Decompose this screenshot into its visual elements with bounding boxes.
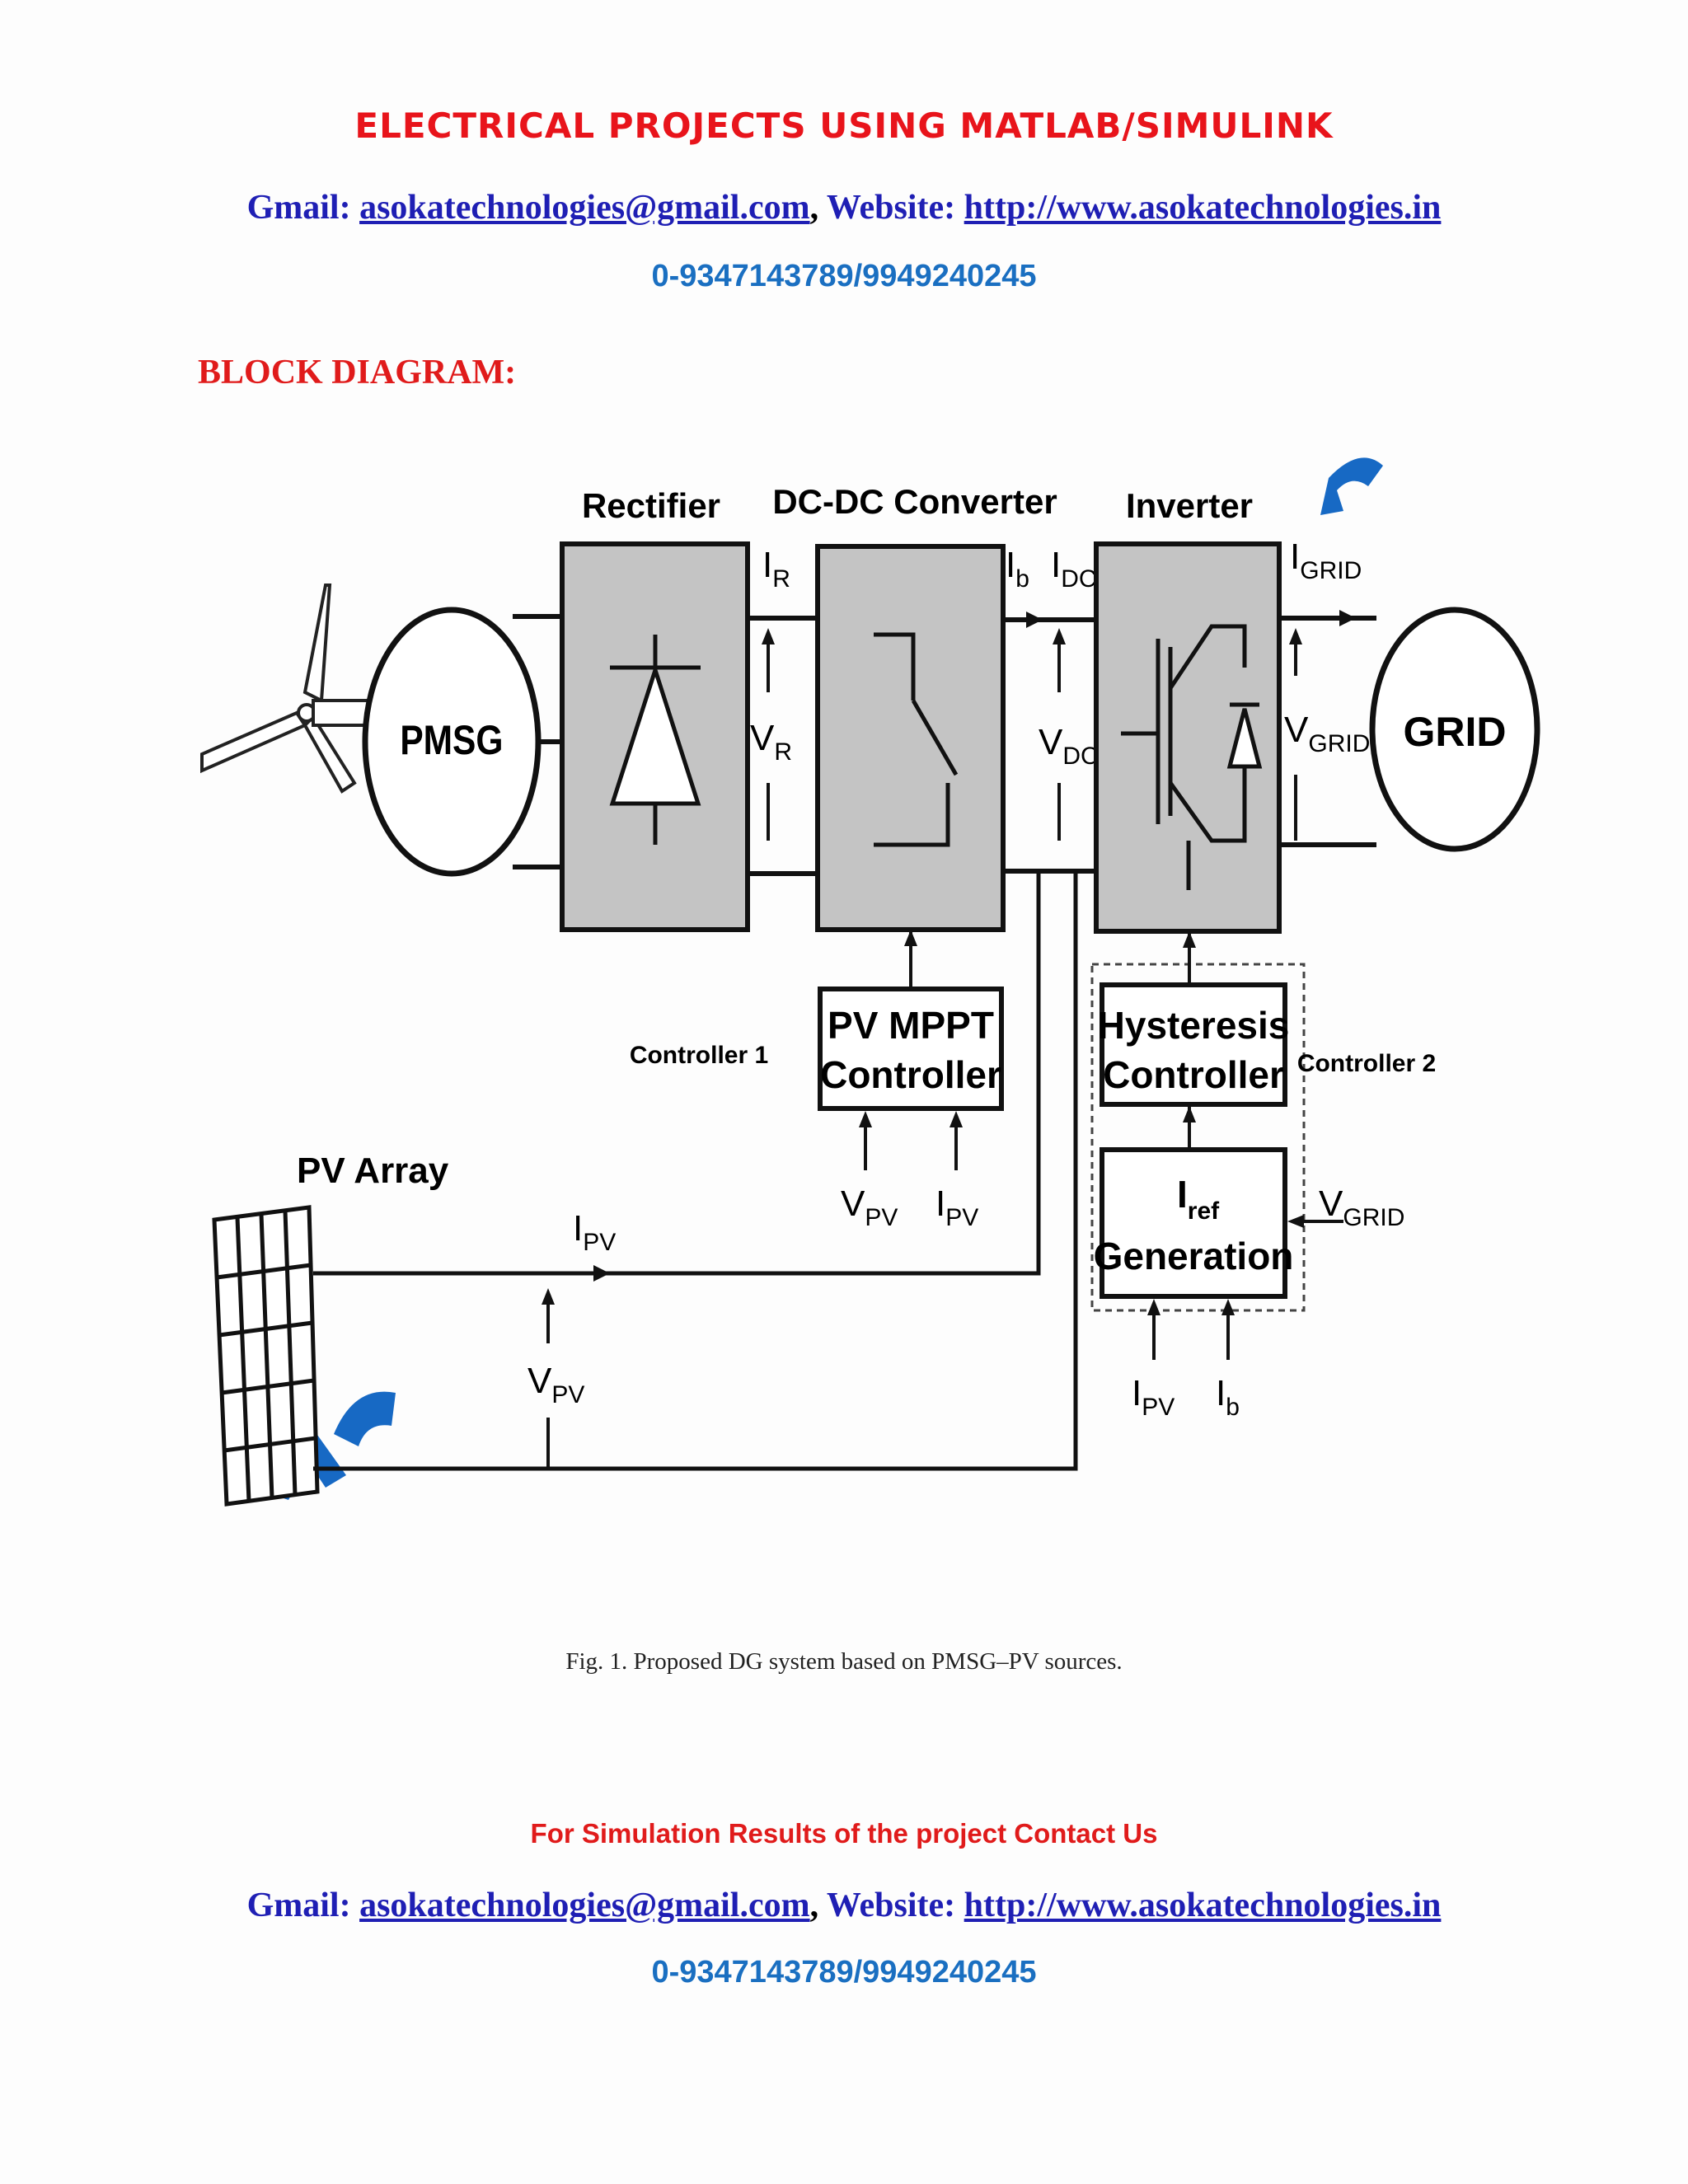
page-title: ELECTRICAL PROJECTS USING MATLAB/SIMULIN… [354, 105, 1334, 146]
ipv-iref-arrow-icon [1147, 1299, 1160, 1315]
email-link[interactable]: asokatechnologies@gmail.com [359, 189, 810, 227]
pv-mppt-label-2: Controller [820, 1053, 1001, 1096]
email-link[interactable]: asokatechnologies@gmail.com [359, 1886, 810, 1924]
controller-2-box [1090, 963, 1306, 1312]
inverter-grid-lines [1279, 616, 1376, 847]
controller-1-label: Controller 1 [630, 1042, 768, 1069]
dcdc-inverter-lines [1003, 617, 1096, 874]
pmsg-label: PMSG [400, 717, 503, 763]
vgrid-arrow-icon [1289, 628, 1302, 644]
grid-circle [1369, 607, 1540, 852]
mppt-arrow-icon [904, 930, 917, 946]
gmail-label: Gmail: [246, 1886, 351, 1924]
hysteresis-block [1100, 982, 1287, 1107]
vpv-arrow-icon [542, 1288, 555, 1305]
vpv-mppt-arrow-icon [859, 1111, 872, 1127]
section-heading: BLOCK DIAGRAM: [198, 354, 517, 391]
igrid-arrow-icon [1339, 610, 1356, 626]
contact-cta: For Simulation Results of the project Co… [530, 1818, 1158, 1849]
footer-contact: Gmail: asokatechnologies@gmail.com, Webs… [246, 1886, 1442, 1924]
vr-label: VR [750, 718, 792, 766]
vdc-label: VDC [1039, 722, 1099, 770]
vgrid-label: VGRID [1284, 710, 1370, 757]
wind-turbine-icon [200, 583, 381, 794]
ir-label: IR [762, 545, 790, 593]
website-label: Website: [826, 1886, 956, 1924]
ib-arrow-icon [1026, 612, 1043, 628]
ib-iref-label: Ib [1216, 1373, 1240, 1421]
iref-arrow-icon [1183, 1106, 1196, 1122]
vgrid-iref-arrow-icon [1287, 1215, 1304, 1228]
pv-mppt-label-1: PV MPPT [828, 1004, 994, 1047]
diode-icon [609, 635, 701, 845]
hysteresis-label-1: Hysteresis [1098, 1004, 1290, 1047]
website-link[interactable]: http://www.asokatechnologies.in [964, 1886, 1442, 1924]
footer-phone: 0-9347143789/9949240245 [651, 1955, 1037, 1990]
ipv-label: IPV [573, 1208, 616, 1256]
ipv-mppt-label: IPV [935, 1183, 978, 1231]
ib-iref-arrow-icon [1221, 1299, 1235, 1315]
idc-label: IDC [1051, 545, 1097, 593]
dcdc-block [815, 544, 1006, 932]
vgrid-iref-label: VGRID [1319, 1183, 1404, 1231]
igrid-label: IGRID [1290, 537, 1362, 584]
pmsg-rectifier-lines [513, 614, 562, 869]
pv-array-icon [212, 1205, 320, 1507]
ipv-iref-label: IPV [1132, 1373, 1175, 1421]
pv-array-label: PV Array [297, 1151, 449, 1191]
dcdc-label: DC-DC Converter [772, 482, 1057, 521]
pv-mppt-block [818, 987, 1004, 1111]
block-diagram: PMSG Rectifier IR VR DC-DC Converter Ib … [200, 457, 1540, 1507]
vdc-arrow-icon [1053, 628, 1066, 644]
ib-label: Ib [1006, 545, 1029, 593]
website-link[interactable]: http://www.asokatechnologies.in [964, 189, 1442, 227]
igbt-icon [1121, 624, 1263, 890]
hysteresis-label-2: Controller [1103, 1053, 1284, 1096]
figure-caption: Fig. 1. Proposed DG system based on PMSG… [565, 1648, 1123, 1675]
vpv-mppt-label: VPV [841, 1183, 898, 1231]
switch-icon [874, 632, 959, 847]
gmail-label: Gmail: [246, 189, 351, 227]
header-contact: Gmail: asokatechnologies@gmail.com, Webs… [246, 189, 1442, 227]
ipv-arrow-icon [593, 1265, 610, 1282]
vpv-label: VPV [528, 1361, 584, 1408]
iref-block [1100, 1147, 1287, 1299]
website-label: Website: [826, 189, 956, 227]
pv-bus-lines [313, 874, 1078, 1471]
iref-label-2: Generation [1094, 1235, 1294, 1277]
rectifier-label: Rectifier [582, 486, 720, 525]
grid-label: GRID [1404, 709, 1507, 755]
ipv-mppt-arrow-icon [950, 1111, 963, 1127]
hyst-arrow-icon [1183, 931, 1196, 948]
header-phone: 0-9347143789/9949240245 [651, 259, 1037, 293]
vr-arrow-icon [762, 628, 775, 644]
controller-2-label: Controller 2 [1297, 1050, 1436, 1077]
rectifier-dcdc-lines [748, 616, 816, 876]
inverter-label: Inverter [1126, 486, 1253, 525]
